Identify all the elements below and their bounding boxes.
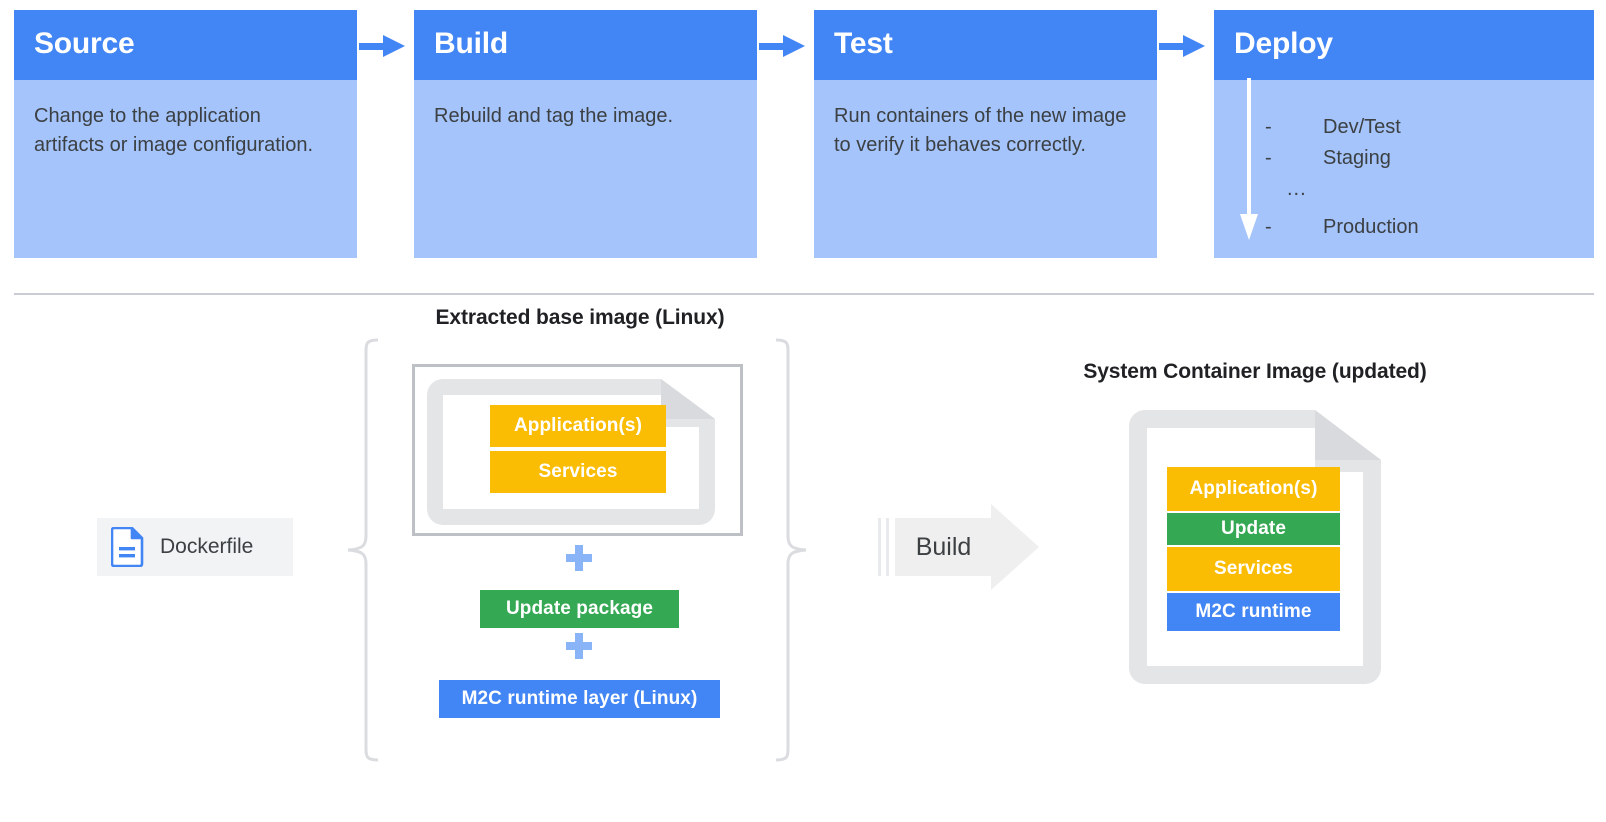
deploy-environment-list: - Dev/Test - Staging ... - Production — [1265, 116, 1575, 247]
arrow-head — [783, 35, 805, 57]
list-marker: - — [1265, 147, 1272, 169]
layer-m2c-runtime: M2C runtime layer (Linux) — [439, 680, 720, 718]
layer-applications: Application(s) — [1167, 467, 1340, 511]
build-arrow: Build — [878, 504, 1039, 590]
pipeline-section: Source Change to the application artifac… — [0, 0, 1606, 280]
list-marker: - — [1265, 216, 1272, 238]
extracted-base-image-label: Extracted base image (Linux) — [435, 306, 725, 329]
document-icon — [111, 527, 144, 567]
layer-services: Services — [490, 451, 666, 493]
layer-label: Update package — [505, 598, 654, 619]
layer-label: M2C runtime layer (Linux) — [461, 688, 698, 709]
layer-update: Update — [1167, 513, 1340, 545]
arrow-head — [991, 504, 1039, 590]
arrow-right-icon — [759, 35, 805, 57]
arrow-shaft — [1247, 78, 1251, 218]
list-item: - Dev/Test — [1265, 116, 1575, 147]
stage-header-source: Source — [14, 10, 357, 80]
pipeline-stage-deploy[interactable]: Deploy — [1214, 10, 1594, 258]
horizontal-divider — [14, 293, 1594, 295]
plus-icon — [566, 545, 592, 571]
arrow-body — [895, 518, 992, 576]
arrow-head — [1240, 214, 1258, 240]
arrow-shaft — [759, 43, 785, 50]
list-item: - Production — [1265, 216, 1575, 247]
curly-brace-icon — [347, 338, 379, 762]
stage-header-build: Build — [414, 10, 757, 80]
stage-body-source: Change to the application artifacts or i… — [14, 80, 357, 258]
ellipsis-marker: ... — [1287, 178, 1307, 200]
arrow-right-icon — [1159, 35, 1205, 57]
list-item-ellipsis: ... — [1265, 178, 1575, 216]
arrow-tail-ticks — [878, 518, 890, 576]
layer-label: M2C runtime — [1195, 601, 1312, 622]
arrow-right-icon — [359, 35, 405, 57]
arrow-head — [383, 35, 405, 57]
list-item-label: Dev/Test — [1323, 116, 1401, 138]
stage-description: Change to the application artifacts or i… — [34, 105, 314, 156]
stage-title: Deploy — [1234, 27, 1333, 60]
layer-applications: Application(s) — [490, 405, 666, 447]
stage-title: Build — [434, 27, 508, 60]
stage-description: Rebuild and tag the image. — [434, 105, 674, 127]
curly-brace-icon — [775, 338, 807, 762]
layer-label: Application(s) — [1189, 478, 1318, 499]
dockerfile-label: Dockerfile — [160, 535, 254, 558]
layer-label: Services — [1214, 558, 1293, 579]
stage-header-deploy: Deploy — [1214, 10, 1594, 80]
arrow-shaft — [1159, 43, 1185, 50]
layer-label: Application(s) — [513, 415, 643, 436]
list-item-label: Production — [1323, 216, 1419, 238]
layer-services: Services — [1167, 547, 1340, 591]
layer-label: Update — [1221, 518, 1286, 539]
dockerfile-chip[interactable]: Dockerfile — [97, 518, 293, 576]
layer-update-package: Update package — [480, 590, 679, 628]
arrow-head — [1183, 35, 1205, 57]
build-diagram-section: Dockerfile Extracted base image (Linux) … — [0, 294, 1606, 822]
build-arrow-label: Build — [915, 532, 972, 561]
stage-title: Source — [34, 27, 135, 60]
list-item: - Staging — [1265, 147, 1575, 178]
layer-label: Services — [538, 461, 618, 482]
pipeline-stage-source[interactable]: Source Change to the application artifac… — [14, 10, 357, 258]
pipeline-stage-test[interactable]: Test Run containers of the new image to … — [814, 10, 1157, 258]
arrow-down-icon — [1239, 78, 1259, 240]
extracted-base-image-frame — [412, 364, 743, 536]
stage-body-deploy — [1214, 80, 1594, 258]
layer-m2c-runtime: M2C runtime — [1167, 593, 1340, 631]
list-marker: - — [1265, 116, 1272, 138]
stage-description: Run containers of the new image to verif… — [834, 105, 1127, 156]
tick — [878, 518, 881, 576]
stage-title: Test — [834, 27, 893, 60]
list-item-label: Staging — [1323, 147, 1391, 169]
stage-header-test: Test — [814, 10, 1157, 80]
system-container-image-label: System Container Image (updated) — [1083, 360, 1427, 383]
plus-icon — [566, 633, 592, 659]
tick — [886, 518, 889, 576]
stage-body-build: Rebuild and tag the image. — [414, 80, 757, 258]
stage-body-test: Run containers of the new image to verif… — [814, 80, 1157, 258]
arrow-shaft — [359, 43, 385, 50]
pipeline-stage-build[interactable]: Build Rebuild and tag the image. — [414, 10, 757, 258]
